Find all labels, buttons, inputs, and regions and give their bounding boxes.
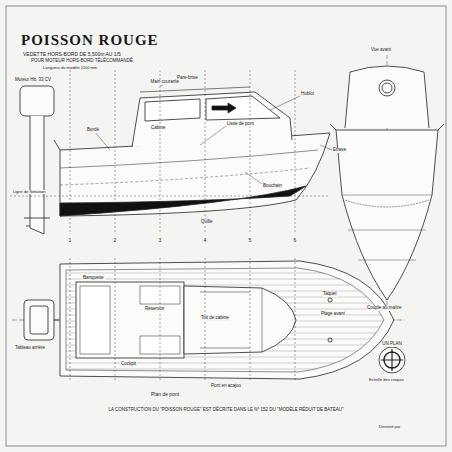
- part-label: Toit de cabine: [200, 316, 230, 321]
- part-label: Echelle des croquis: [368, 378, 405, 382]
- part-label: Cockpit: [120, 362, 137, 367]
- part-label: Longueur du modèle 1100 mm: [42, 66, 98, 70]
- motor-plan: [24, 300, 54, 340]
- cabin-roof: [184, 286, 296, 354]
- part-label: Etrave: [332, 148, 347, 153]
- part-label: Main courante: [149, 80, 180, 85]
- part-label: Bordé: [86, 128, 100, 133]
- station-number: 3: [158, 238, 163, 243]
- cabin-front: [345, 66, 429, 128]
- part-label: POUR MOTEUR HORS-BORD TÉLÉCOMMANDÉ: [30, 59, 134, 64]
- part-label: Pont en acajou: [210, 384, 242, 389]
- deck-plan: [60, 261, 394, 379]
- part-label: Taquet: [322, 292, 338, 297]
- part-label: VEDETTE HORS-BORD DE 5,500m AU 1/5: [22, 52, 122, 57]
- part-label: Plage avant: [320, 312, 346, 317]
- title: POISSON ROUGE: [20, 33, 160, 48]
- station-number: 2: [113, 238, 118, 243]
- station-number: 4: [203, 238, 208, 243]
- part-label: Banquette: [82, 276, 105, 281]
- caption: LA CONSTRUCTION DU "POISSON ROUGE" EST D…: [107, 408, 344, 413]
- part-label: Dessiné par: [378, 425, 401, 429]
- station-number: 1: [68, 238, 73, 243]
- part-label: Bouchain: [262, 184, 283, 189]
- part-label: Moteur Hb. 33 CV: [14, 78, 52, 83]
- part-label: Hublot: [300, 92, 315, 97]
- part-label: Ligne de flottaison: [12, 190, 46, 194]
- part-label: Quille: [200, 220, 214, 225]
- part-label: Couple au maître: [366, 306, 403, 311]
- boot-stripe: [60, 186, 306, 216]
- station-number: 5: [248, 238, 253, 243]
- part-label: Réservoir: [144, 307, 165, 312]
- plan-logo: [379, 347, 405, 373]
- hull-side: [60, 133, 330, 216]
- station-number: 6: [293, 238, 298, 243]
- part-label: Cabine: [150, 126, 166, 131]
- hull-section: [336, 130, 438, 300]
- fish-arrow: [212, 103, 236, 113]
- cabin-side: [132, 92, 292, 147]
- cockpit: [76, 282, 184, 358]
- part-label: UN PLAN: [381, 342, 403, 347]
- outboard-motor: [20, 86, 54, 116]
- part-label: Tableau arrière: [14, 346, 46, 351]
- part-label: Plan de pont: [150, 392, 180, 397]
- part-label: Lisse de pont: [226, 122, 255, 127]
- part-label: Vue avant: [370, 48, 392, 53]
